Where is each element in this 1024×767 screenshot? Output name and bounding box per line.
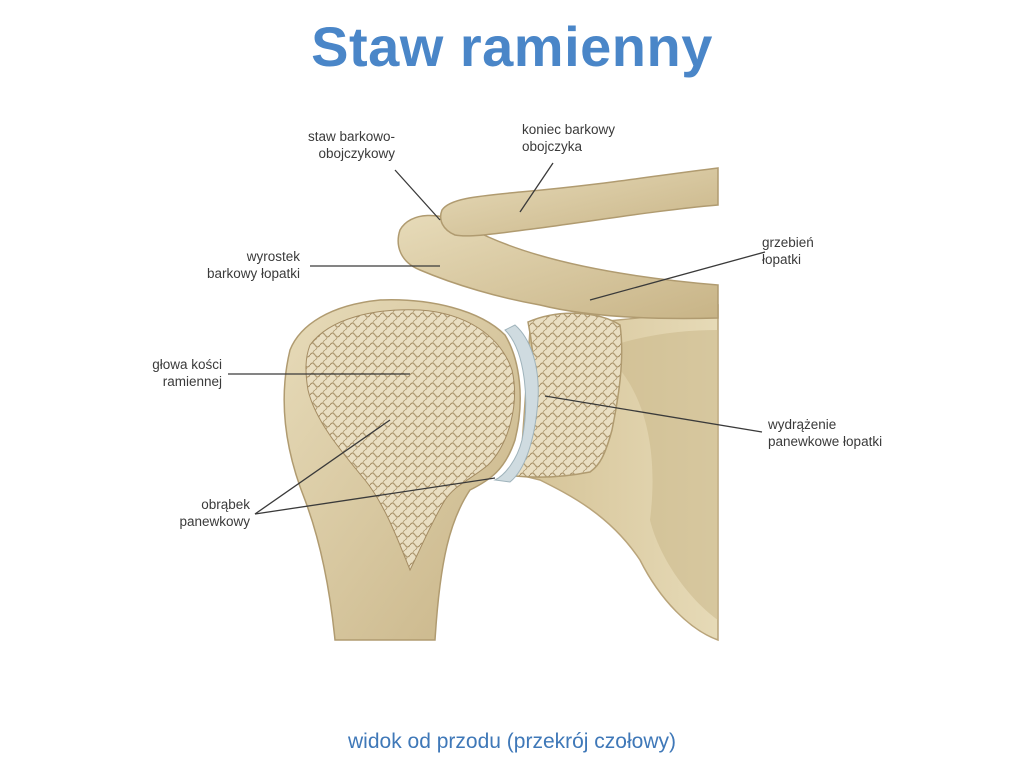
label-clavicle-end: koniec barkowy obojczyka: [522, 122, 616, 154]
clavicle: [439, 167, 719, 237]
acromion: [397, 214, 719, 320]
leader-lines: [228, 162, 766, 515]
label-spine-of-scapula: grzebień łopatki: [762, 235, 814, 267]
page-title: Staw ramienny: [311, 15, 713, 78]
label-glenoid-labrum: obrąbek panewkowy: [179, 497, 250, 529]
humeral-head-spongy-bone: [305, 309, 515, 572]
caption: widok od przodu (przekrój czołowy): [348, 730, 676, 753]
label-humeral-head: głowa kości ramiennej: [152, 357, 222, 389]
articular-cartilage: [493, 324, 539, 483]
label-acromion: wyrostek barkowy łopatki: [206, 249, 300, 281]
label-ac-joint: staw barkowo- obojczykowy: [307, 129, 395, 161]
label-glenoid-cavity: wydrążenie panewkowe łopatki: [768, 417, 883, 449]
